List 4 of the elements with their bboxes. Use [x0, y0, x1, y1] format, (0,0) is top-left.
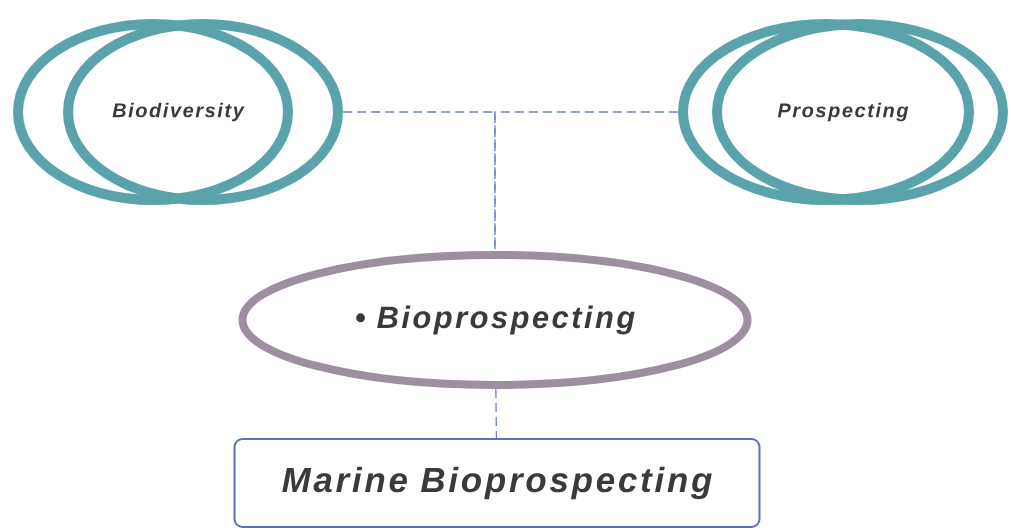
connector-line [342, 111, 496, 252]
rounded-box: Marine Bioprospecting [233, 438, 761, 528]
connector-line [495, 388, 498, 439]
ellipse-node: • Bioprospecting [238, 251, 752, 389]
